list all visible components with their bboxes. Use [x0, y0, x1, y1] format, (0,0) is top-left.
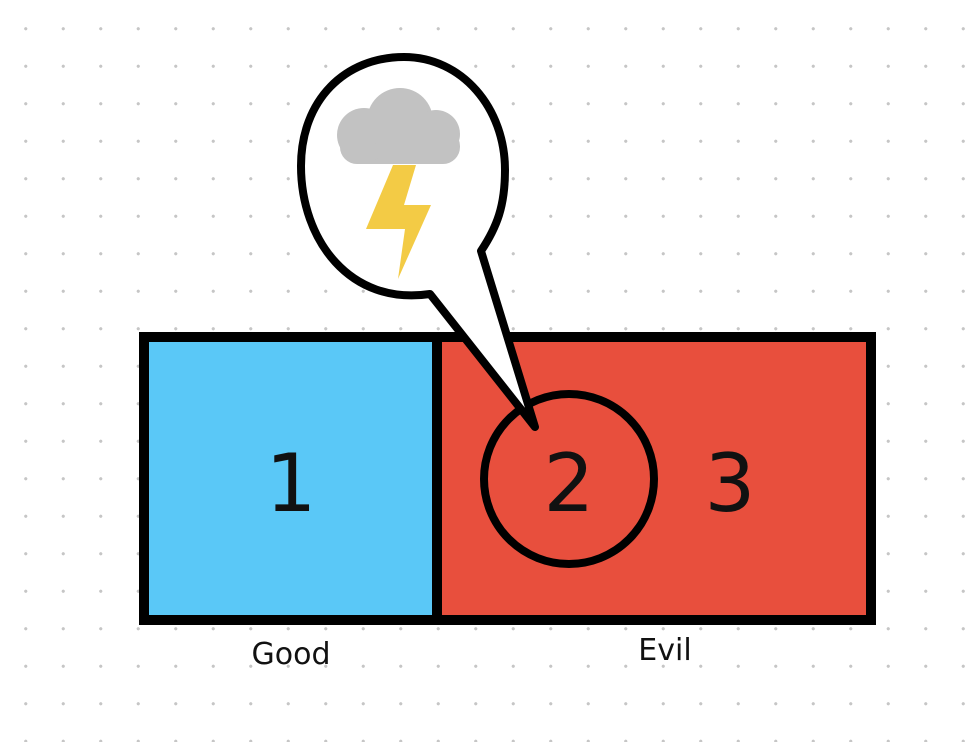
cloud-icon	[337, 88, 460, 164]
highlight-circle	[480, 390, 658, 568]
evil-caption: Evil	[638, 633, 691, 668]
good-cell	[139, 332, 442, 625]
lightning-bolt-icon	[366, 165, 431, 279]
good-caption: Good	[252, 637, 331, 672]
cell-number-2: 2	[544, 437, 595, 530]
storm-cloud-lightning-icon	[337, 88, 460, 279]
cell-number-3: 3	[705, 437, 756, 530]
cell-number-1: 1	[266, 437, 317, 530]
